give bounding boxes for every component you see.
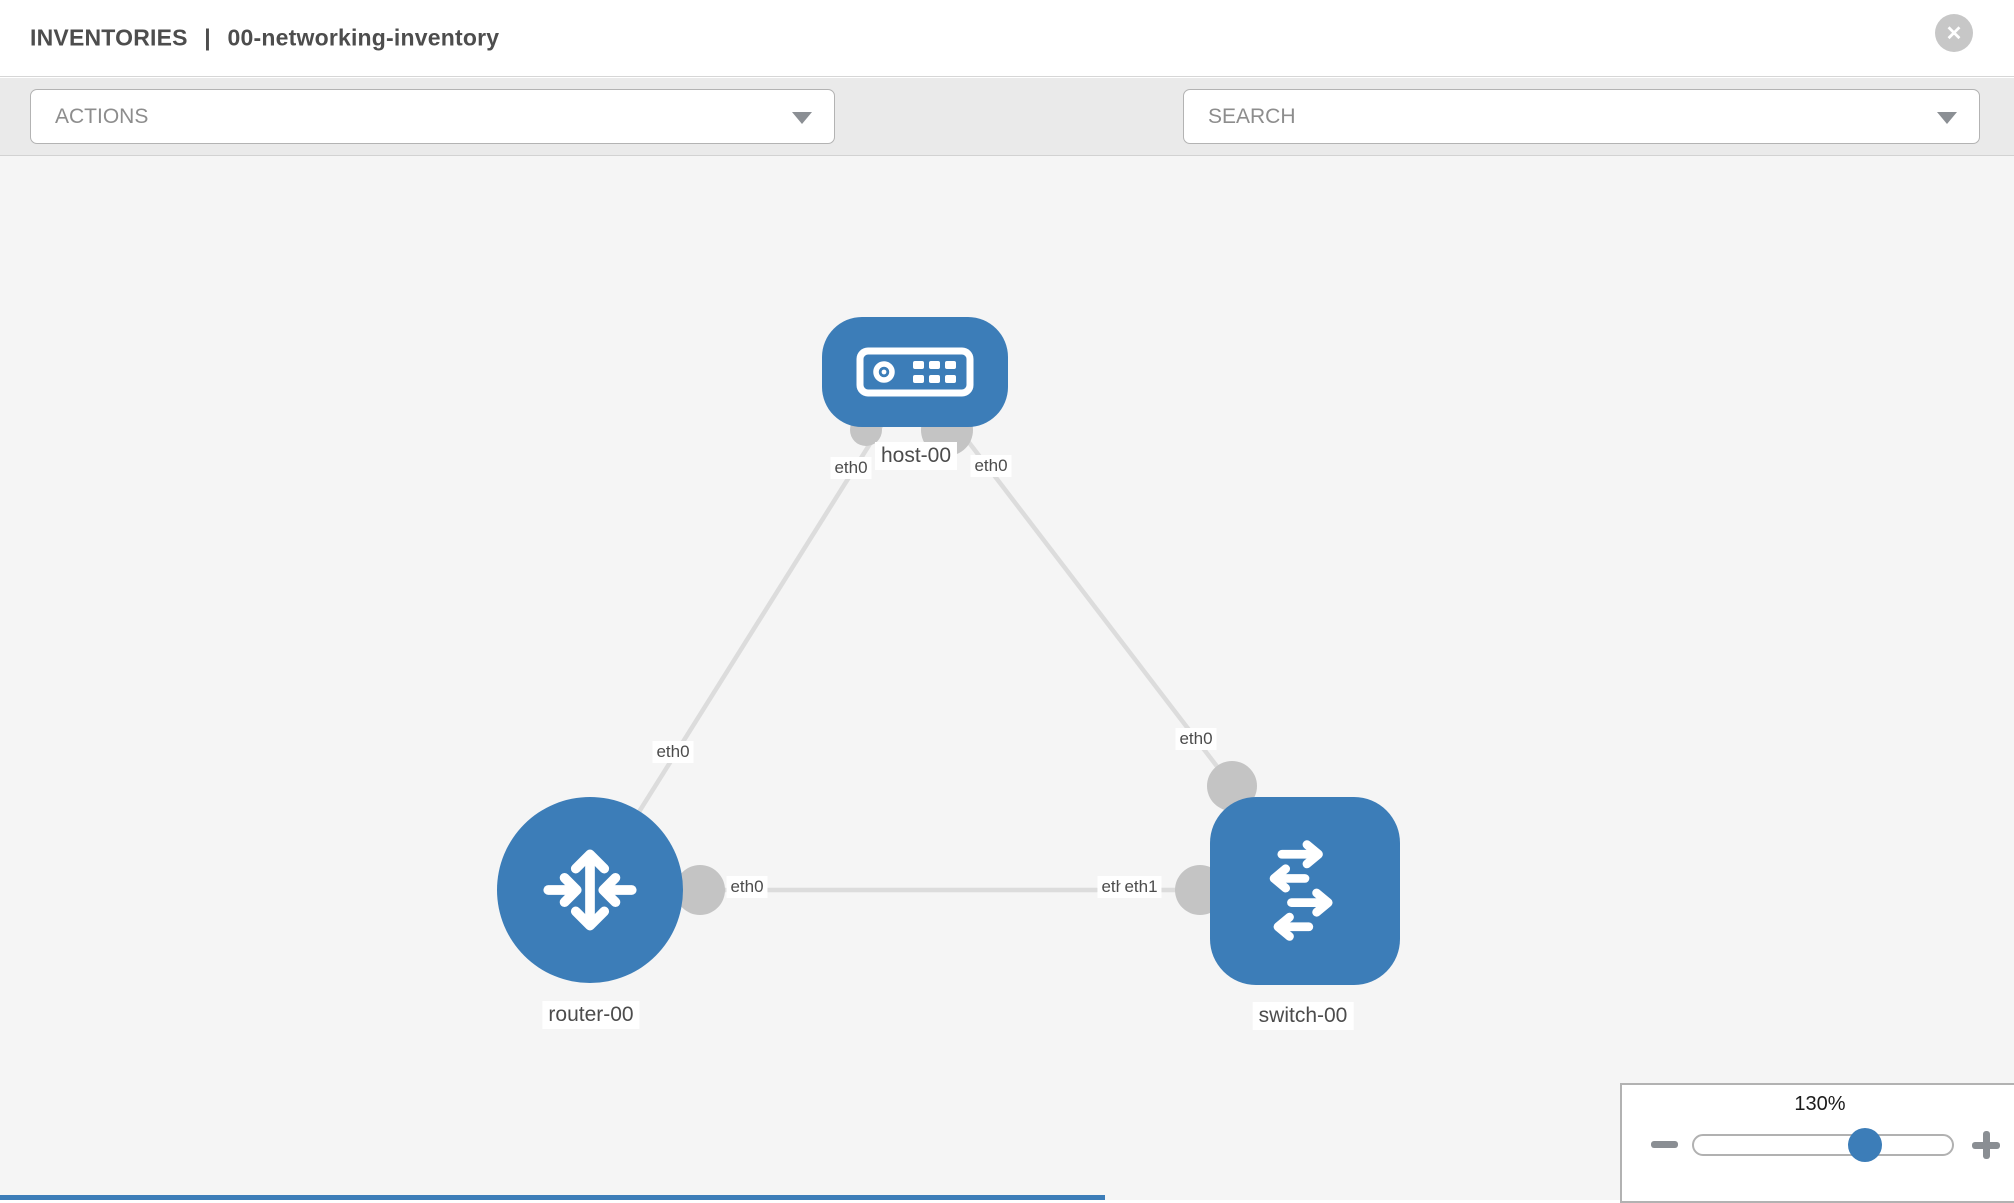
connector-router00-right[interactable] [675, 865, 725, 915]
zoom-slider-thumb[interactable] [1848, 1128, 1882, 1162]
interface-label-router00-to-switch00: eth0 [726, 876, 768, 898]
plus-icon-bar [1982, 1131, 1990, 1159]
node-switch-00[interactable] [1210, 797, 1400, 985]
toolbar: ACTIONS SEARCH [0, 78, 2014, 210]
breadcrumb-section: INVENTORIES [30, 24, 188, 51]
x-circle-icon: ✕ [1945, 22, 1963, 45]
interface-label-switch00-left: eth1 [1120, 876, 1162, 898]
interface-label-host00-to-router00: eth0 [830, 457, 872, 479]
zoom-slider[interactable] [1692, 1134, 1954, 1156]
interface-label-router00-to-host00: eth0 [652, 741, 694, 763]
chevron-down-icon [1937, 112, 1957, 124]
actions-dropdown[interactable]: ACTIONS [30, 89, 835, 144]
node-label-switch-00: switch-00 [1252, 1002, 1354, 1030]
chevron-down-icon [792, 112, 812, 124]
router-arrows-icon [543, 849, 637, 931]
node-label-router-00: router-00 [542, 1001, 640, 1029]
links-layer [588, 370, 1305, 915]
breadcrumb-separator: | [204, 24, 211, 51]
interface-label-host00-to-switch00: eth0 [970, 455, 1012, 477]
search-dropdown-label: SEARCH [1208, 104, 1296, 128]
breadcrumb: INVENTORIES | 00-networking-inventory [30, 25, 499, 52]
actions-dropdown-label: ACTIONS [55, 104, 149, 128]
switch-arrows-icon [1269, 840, 1333, 941]
server-icon [856, 347, 974, 397]
zoom-level-value: 130% [1794, 1093, 1846, 1115]
node-host-00[interactable] [822, 317, 1008, 427]
node-label-host-00: host-00 [874, 442, 958, 470]
bottom-accent-strip [0, 1195, 1105, 1200]
page-header: INVENTORIES | 00-networking-inventory ✕ [0, 0, 2014, 77]
breadcrumb-item: 00-networking-inventory [227, 24, 500, 51]
interface-label-switch00-top: eth0 [1175, 728, 1217, 750]
node-router-00[interactable] [497, 797, 683, 983]
close-button[interactable]: ✕ [1935, 14, 1973, 52]
topology-canvas[interactable]: host-00 router-00 switch-00 eth0 eth0 et… [0, 156, 2014, 1203]
search-dropdown[interactable]: SEARCH [1183, 89, 1980, 144]
minus-icon[interactable] [1651, 1141, 1678, 1148]
plus-icon[interactable] [1972, 1131, 2000, 1159]
zoom-control-panel: 130% [1620, 1083, 2014, 1203]
